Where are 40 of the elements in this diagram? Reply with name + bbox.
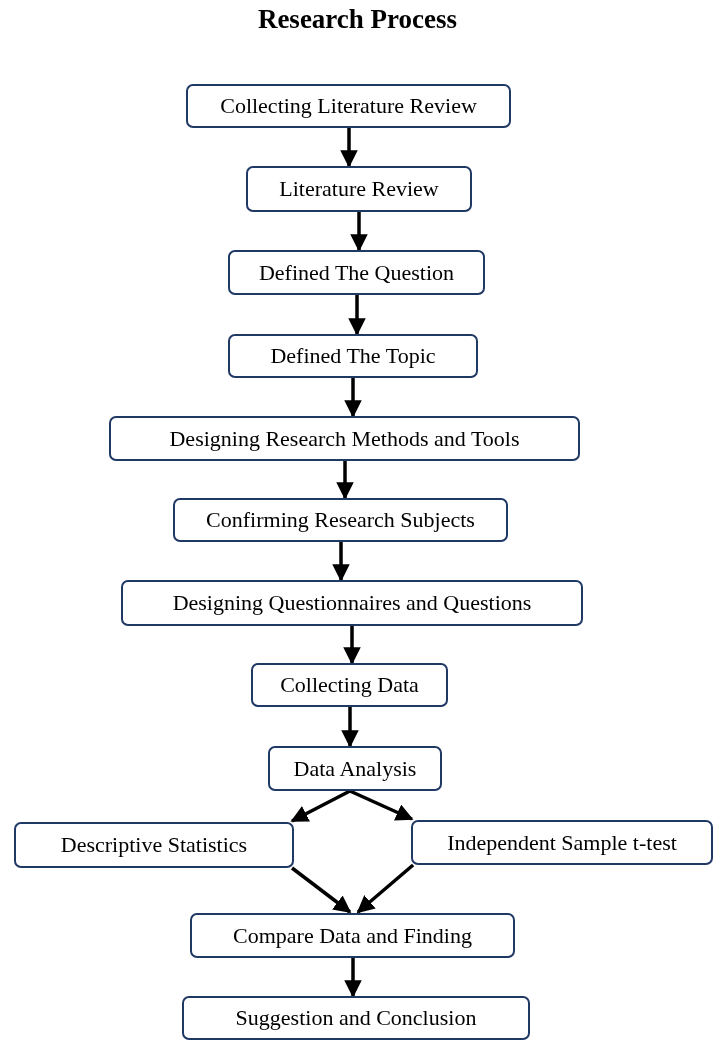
- arrow: [350, 212, 368, 252]
- process-box: [411, 820, 713, 865]
- process-box: [182, 996, 530, 1040]
- box-label: Literature Review: [279, 176, 439, 202]
- process-box: [190, 913, 515, 958]
- arrow: [348, 295, 366, 336]
- process-box: [186, 84, 511, 128]
- arrow: [343, 626, 361, 665]
- box-label: Collecting Data: [280, 672, 419, 698]
- arrow: [340, 128, 358, 168]
- arrow: [344, 378, 362, 418]
- arrow: [336, 461, 354, 500]
- box-label: Designing Research Methods and Tools: [169, 425, 520, 452]
- box-label: Collecting Literature Review: [220, 93, 477, 119]
- box-label: Descriptive Statistics: [60, 832, 248, 858]
- box-label: Data Analysis: [293, 755, 417, 782]
- arrow: [344, 958, 362, 998]
- process-box: [268, 746, 442, 791]
- process-box: [228, 250, 485, 295]
- arrow: [341, 707, 359, 748]
- box-label: Suggestion and Conclusion: [235, 1005, 477, 1031]
- box-label: Independent Sample t-test: [447, 829, 677, 856]
- box-label: Defined The Question: [258, 259, 455, 286]
- process-box: [246, 166, 472, 212]
- process-box: [109, 416, 580, 461]
- process-box: [173, 498, 508, 542]
- process-box: [121, 580, 583, 626]
- process-box: [228, 334, 478, 378]
- arrow: [290, 866, 352, 914]
- arrow: [356, 863, 415, 914]
- arrow: [332, 542, 350, 582]
- arrow: [290, 789, 351, 823]
- box-label: Designing Questionnaires and Questions: [172, 590, 532, 616]
- process-box: [14, 822, 294, 868]
- box-label: Defined The Topic: [270, 343, 436, 369]
- box-label: Confirming Research Subjects: [206, 507, 475, 533]
- title: Research Process: [256, 4, 459, 35]
- process-box: [251, 663, 448, 707]
- box-label: Compare Data and Finding: [233, 922, 472, 949]
- arrow: [349, 789, 414, 821]
